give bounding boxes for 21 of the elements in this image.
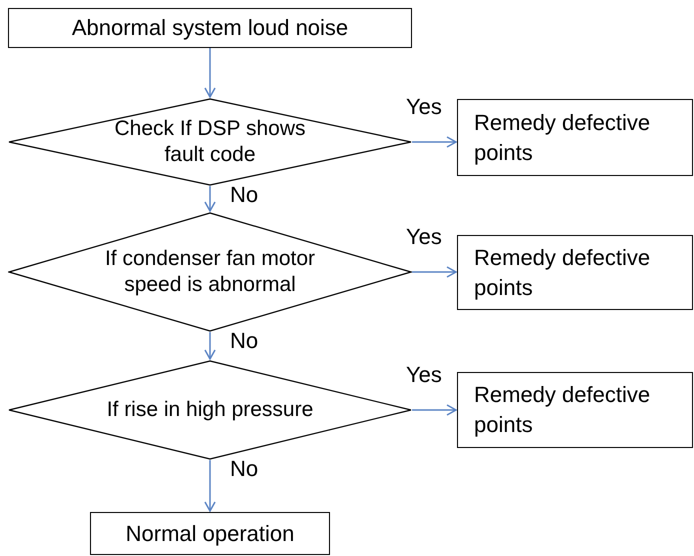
arrow — [412, 136, 457, 148]
arrow — [204, 460, 216, 512]
process-box: Remedy defective points — [457, 99, 693, 176]
arrow — [412, 404, 457, 416]
edge-label: No — [230, 330, 258, 352]
edge-label: No — [230, 184, 258, 206]
process-box: Remedy defective points — [457, 372, 693, 448]
process-box: Remedy defective points — [457, 235, 693, 310]
arrow — [204, 186, 216, 212]
process-box: Normal operation — [90, 512, 330, 555]
decision-text: If condenser fan motor speed is abnormal — [104, 246, 316, 298]
edge-label: Yes — [406, 226, 442, 248]
decision-text: If rise in high pressure — [106, 397, 314, 423]
edge-label: Yes — [406, 364, 442, 386]
process-box: Abnormal system loud noise — [8, 8, 412, 48]
edge-label: No — [230, 458, 258, 480]
arrow — [204, 332, 216, 360]
edge-label: Yes — [406, 96, 442, 118]
arrow — [412, 266, 457, 278]
arrow — [204, 48, 216, 98]
decision-text: Check If DSP shows fault code — [113, 116, 307, 168]
